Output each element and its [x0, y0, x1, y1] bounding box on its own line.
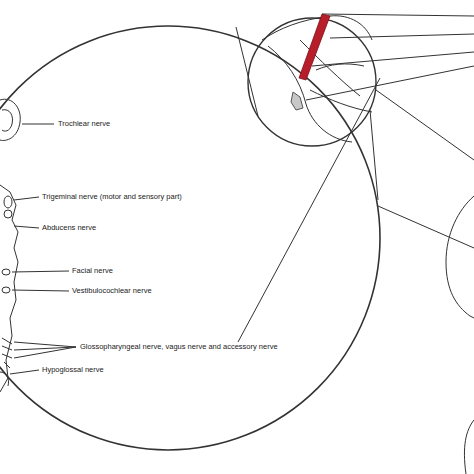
nerve-label: Facial nerve: [71, 267, 114, 275]
head-outline: [464, 420, 474, 474]
red-structure: [299, 14, 330, 80]
grey-structure: [291, 92, 303, 110]
nerve-label: Trochlear nerve: [57, 120, 111, 128]
leader-line: [12, 290, 69, 291]
vestibulocochlear-root: [2, 287, 10, 293]
trigeminal-root: [4, 210, 12, 218]
leader-line: [312, 52, 474, 66]
hypoglossal-root: [0, 372, 9, 386]
leader-line: [330, 34, 474, 38]
nerve-label: Glossopharyngeal nerve, vagus nerve and …: [79, 343, 279, 351]
leader-line: [22, 124, 54, 125]
leader-line: [14, 342, 76, 347]
brainstem-outline: [0, 185, 18, 392]
nerve-label: Trigeminal nerve (motor and sensory part…: [41, 193, 183, 201]
leader-line: [306, 66, 474, 100]
nerve-label: Vestibulocochlear nerve: [71, 287, 153, 295]
magnifier-circle: [0, 26, 380, 450]
pointer-line: [238, 78, 380, 342]
trochlear-root: [2, 110, 13, 131]
nerve-rootlets: [2, 338, 12, 368]
trigeminal-root: [4, 196, 12, 208]
leader-line: [14, 226, 39, 228]
magnify-line: [236, 27, 258, 116]
nerve-label: Hypoglossal nerve: [41, 366, 105, 374]
facial-root: [2, 269, 10, 275]
leader-line: [12, 271, 69, 272]
magnify-line: [376, 90, 474, 160]
leader-line: [14, 197, 39, 200]
magnify-line: [370, 110, 378, 200]
head-outline: [446, 196, 474, 318]
leader-line: [322, 14, 474, 16]
leader-line: [10, 370, 39, 374]
brainstem-outline: [0, 99, 20, 140]
leader-line: [14, 347, 76, 358]
nerve-label: Abducens nerve: [41, 224, 97, 232]
